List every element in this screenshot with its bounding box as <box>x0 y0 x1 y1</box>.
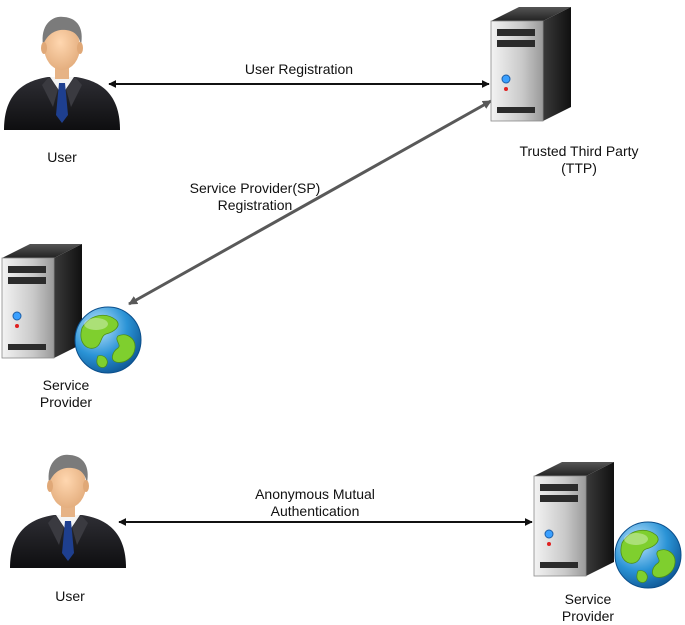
sp-registration-arrow <box>128 99 492 306</box>
sp-bottom-label-line2: Provider <box>561 608 615 624</box>
sp-mid-label-line2: Provider <box>39 394 93 410</box>
mutual-authentication-label-line2: Authentication <box>270 503 360 519</box>
ttp-server-tower-icon <box>490 6 572 122</box>
sp-registration-label-line2: Registration <box>217 197 293 213</box>
user-top-label: User <box>47 149 77 165</box>
sp-bottom-globe-icon <box>614 521 682 589</box>
sp-mid-globe-icon <box>74 306 142 374</box>
ttp-label-line1: Trusted Third Party <box>519 143 639 159</box>
user-registration-label: User Registration <box>244 61 354 77</box>
mutual-authentication-label-line1: Anonymous Mutual <box>255 486 375 502</box>
user-top-businessman-icon <box>4 16 120 130</box>
sp-registration-label-line1: Service Provider(SP) <box>189 180 321 196</box>
sp-registration-label: Service Provider(SP) Registration <box>150 180 360 214</box>
ttp-label: Trusted Third Party (TTP) <box>494 143 664 177</box>
user-bottom-businessman-icon <box>10 454 126 568</box>
sp-bottom-label: Service Provider <box>548 591 628 625</box>
user-bottom-label: User <box>55 588 85 604</box>
sp-mid-label-line1: Service <box>42 377 90 393</box>
sp-mid-label: Service Provider <box>26 377 106 411</box>
ttp-label-line2: (TTP) <box>561 160 597 176</box>
sp-bottom-label-line1: Service <box>564 591 612 607</box>
sp-bottom-server-tower-icon <box>533 461 615 577</box>
mutual-authentication-label: Anonymous Mutual Authentication <box>210 486 420 520</box>
sp-mid-server-tower-icon <box>1 243 83 359</box>
